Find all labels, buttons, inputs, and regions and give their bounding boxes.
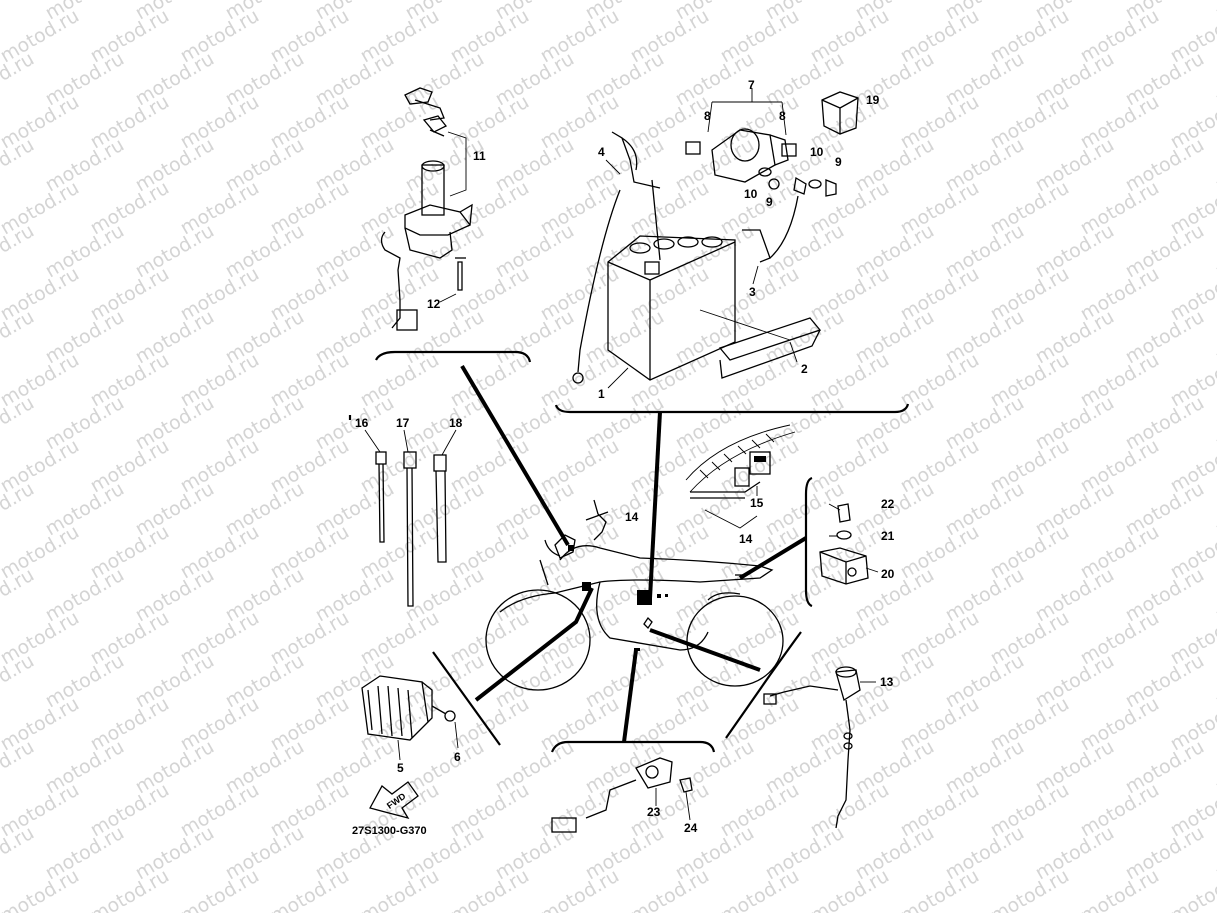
watermark-text: motod.ru (1212, 478, 1217, 541)
watermark-text: motod.ru (1212, 736, 1217, 799)
watermark-text: motod.ru (897, 865, 983, 913)
label-part-9a: 9 (766, 195, 773, 209)
label-part-9b: 9 (835, 155, 842, 169)
label-part-6: 6 (454, 750, 461, 764)
watermark-text: motod.ru (267, 865, 353, 913)
label-part-5: 5 (397, 761, 404, 775)
watermark-text: motod.ru (1077, 865, 1163, 913)
watermark-text: motod.ru (987, 865, 1073, 913)
section-frames (348, 350, 910, 753)
watermark-text: motod.ru (357, 865, 443, 913)
label-part-10b: 10 (810, 145, 824, 159)
label-part-8b: 8 (779, 109, 786, 123)
component-20 (819, 503, 869, 585)
watermark-text: motod.ru (1212, 822, 1217, 885)
watermark-text: motod.ru (1167, 865, 1217, 913)
label-part-17: 17 (396, 416, 410, 430)
label-part-19: 19 (866, 93, 880, 107)
watermark-text: motod.ru (1212, 392, 1217, 455)
label-part-22: 22 (881, 497, 895, 511)
battery (572, 131, 822, 384)
label-part-21: 21 (881, 529, 895, 543)
label-ticks (439, 159, 879, 573)
label-part-24: 24 (684, 821, 698, 835)
leader-lines (460, 364, 808, 743)
cable-ties (364, 429, 457, 607)
diagram-code: 27S1300-G370 (352, 825, 427, 837)
spark-plug-cap (763, 666, 876, 829)
label-part-14b: 14 (739, 532, 753, 546)
watermark-text: motod.ru (177, 865, 263, 913)
label-part-16: 16 (355, 416, 369, 430)
watermark-text: motod.ru (807, 865, 893, 913)
motorcycle-outline (485, 499, 784, 691)
label-part-13: 13 (880, 675, 894, 689)
neutral-switch (551, 757, 693, 833)
label-part-12: 12 (427, 297, 441, 311)
watermark-text: motod.ru (717, 865, 803, 913)
watermark-text: motod.ru (447, 865, 533, 913)
starter-relay (685, 88, 837, 197)
fwd-arrow (369, 781, 419, 820)
label-part-18: 18 (449, 416, 463, 430)
watermark-text: motod.ru (1212, 220, 1217, 283)
watermark-text: motod.ru (0, 865, 83, 913)
rectifier (361, 675, 459, 761)
label-part-10a: 10 (744, 187, 758, 201)
label-part-11: 11 (473, 149, 486, 163)
watermark-text: motod.ru (1212, 134, 1217, 197)
wire-harness-detail (685, 424, 796, 529)
label-part-1: 1 (598, 387, 605, 401)
watermark-text: motod.ru (627, 865, 713, 913)
label-part-14a: 14 (625, 510, 639, 524)
label-part-3: 3 (749, 285, 756, 299)
watermark-text: motod.ru (537, 865, 623, 913)
label-part-2: 2 (801, 362, 808, 376)
component-19 (821, 91, 859, 135)
label-part-7: 7 (748, 78, 755, 92)
watermark-text: motod.ru (1212, 306, 1217, 369)
part-labels: 1 2 3 4 5 6 7 8 8 9 9 10 10 11 12 13 14 … (355, 78, 895, 835)
label-part-4: 4 (598, 145, 605, 159)
label-part-8a: 8 (704, 109, 711, 123)
watermark-text: motod.ru (87, 865, 173, 913)
watermark-text: motod.ru (1212, 564, 1217, 627)
watermark-text: motod.ru (1212, 650, 1217, 713)
label-part-23: 23 (647, 805, 661, 819)
watermark-text: motod.ru (1212, 48, 1217, 111)
label-part-15: 15 (750, 496, 764, 510)
label-part-20: 20 (881, 567, 895, 581)
main-switch (380, 87, 473, 331)
watermark-text: motod.ru (0, 0, 38, 24)
